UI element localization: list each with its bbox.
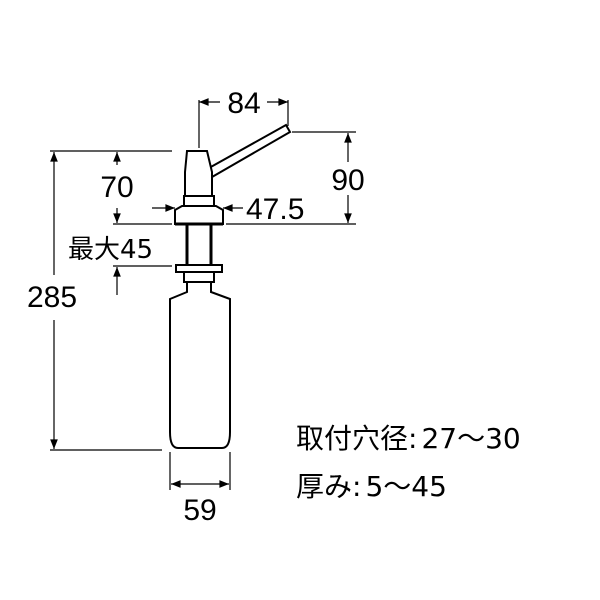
spec-label-thickness: 厚み bbox=[296, 470, 352, 503]
spout-height-label: 90 bbox=[331, 164, 364, 197]
spec-value-hole: 27〜30 bbox=[421, 422, 520, 455]
svg-text:取付穴径:27〜30: 取付穴径:27〜30 bbox=[296, 422, 521, 455]
svg-text:厚み:5〜45: 厚み:5〜45 bbox=[296, 470, 447, 503]
dim-head-height: 70 bbox=[100, 152, 134, 223]
flange-diameter-label: 47.5 bbox=[246, 193, 304, 226]
max-thickness-label: 最大45 bbox=[68, 235, 153, 265]
spec-thickness: 厚み:5〜45 bbox=[296, 470, 447, 503]
total-height-label: 285 bbox=[27, 281, 77, 314]
dim-bottle-width: 59 bbox=[169, 452, 231, 527]
spout-reach-label: 84 bbox=[227, 87, 260, 120]
dim-spout-height: 90 bbox=[226, 131, 365, 225]
spec-mounting-hole: 取付穴径:27〜30 bbox=[296, 422, 521, 455]
dim-max-thickness: 最大45 bbox=[68, 223, 172, 295]
spec-label-hole: 取付穴径 bbox=[296, 422, 408, 455]
dispenser-pump-head bbox=[174, 123, 292, 226]
dim-flange-diameter: 47.5 bbox=[152, 193, 304, 226]
spec-value-thickness: 5〜45 bbox=[365, 470, 446, 503]
dim-total-height: 285 bbox=[27, 150, 172, 451]
bottle-width-label: 59 bbox=[183, 494, 216, 527]
dim-spout-reach: 84 bbox=[198, 87, 289, 148]
soap-bottle bbox=[169, 281, 231, 449]
mounting-shank bbox=[175, 225, 223, 283]
head-height-label: 70 bbox=[100, 171, 133, 204]
